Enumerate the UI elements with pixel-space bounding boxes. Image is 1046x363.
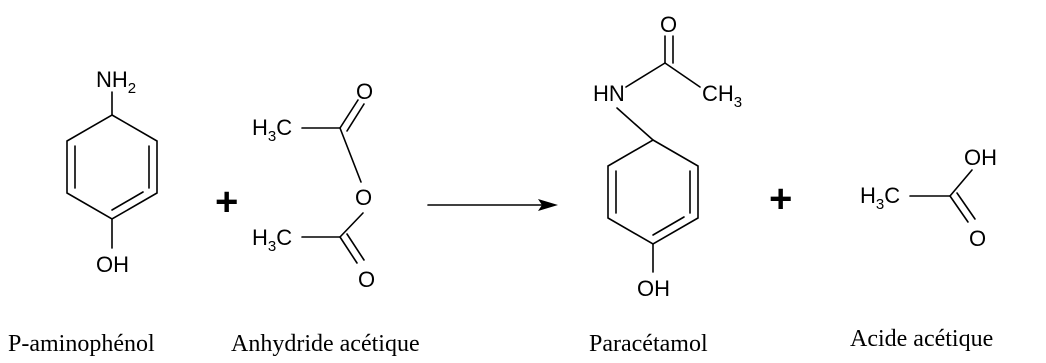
compound-name-acide-acetique: Acide acétique	[850, 326, 993, 352]
benzene-ring	[66, 114, 158, 220]
plus-sign-2: +	[769, 177, 792, 221]
c-o-bond	[339, 212, 364, 238]
compound-name-paracetamol: Paracétamol	[589, 331, 708, 357]
benzene-ring	[607, 139, 699, 245]
hn-label: HN	[593, 81, 625, 106]
c-o-double-bond	[346, 103, 365, 132]
compound-name-p-aminophenol: P-aminophénol	[8, 331, 155, 357]
c-o-double-bond	[339, 99, 359, 129]
c-o-double-bond	[346, 233, 365, 261]
oh-label: OH	[964, 145, 997, 170]
h3c-label-bottom: H3C	[252, 225, 292, 255]
arrow-head	[538, 199, 558, 211]
acide-acetique-structure: H3C OH O	[860, 145, 997, 251]
c-c-bond	[664, 62, 701, 88]
aromatic-bond	[111, 191, 144, 211]
plus-sign-1: +	[215, 180, 238, 224]
oh-label: OH	[637, 276, 670, 301]
c-n-bond	[616, 107, 654, 141]
o-label: O	[969, 226, 986, 251]
n-c-bond	[625, 62, 666, 88]
h3c-label-top: H3C	[252, 115, 292, 145]
ch3-label: CH3	[702, 81, 742, 111]
p-aminophenol-structure: NH2 OH	[66, 67, 158, 277]
c-oh-bond	[949, 169, 973, 197]
c-o-double-bond	[949, 195, 969, 223]
o-label-bottom: O	[358, 267, 375, 292]
nh2-label: NH2	[96, 67, 136, 97]
c-o-double-bond	[956, 192, 976, 220]
o-label-bridge: O	[355, 185, 372, 210]
anhydride-acetique-structure: H3C O O H3C O	[252, 79, 375, 292]
h3c-label: H3C	[860, 183, 900, 213]
oh-label: OH	[96, 252, 129, 277]
reaction-arrow	[427, 199, 558, 211]
compound-name-anhydride-acetique: Anhydride acétique	[231, 331, 420, 357]
paracetamol-structure: HN O CH3 OH	[593, 12, 742, 301]
o-label-top: O	[356, 79, 373, 104]
c-o-double-bond	[339, 236, 358, 264]
aromatic-bond	[652, 216, 685, 236]
c-o-bond	[339, 127, 362, 183]
o-label: O	[660, 12, 677, 37]
